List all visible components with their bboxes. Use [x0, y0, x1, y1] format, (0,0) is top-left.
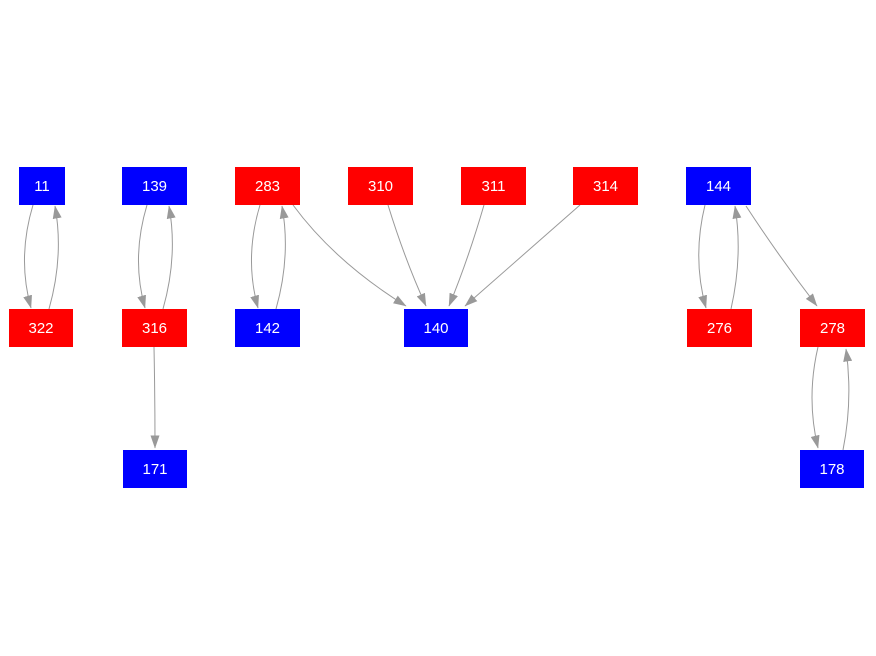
edge-314-140: [464, 204, 581, 307]
node-11: 11: [19, 167, 65, 205]
node-278: 278: [800, 309, 865, 347]
node-140: 140: [404, 309, 468, 347]
node-322: 322: [9, 309, 73, 347]
node-276: 276: [687, 309, 752, 347]
node-311: 311: [461, 167, 526, 205]
edge-310-140: [387, 204, 427, 307]
edge-144-278: [745, 205, 818, 307]
node-171: 171: [123, 450, 187, 488]
node-142: 142: [235, 309, 300, 347]
edge-144-276: [698, 204, 707, 309]
edge-142-283: [275, 205, 289, 310]
edge-278-178: [810, 346, 820, 449]
node-144: 144: [686, 167, 751, 205]
edge-283-140: [292, 204, 407, 307]
edge-311-140: [448, 204, 485, 307]
node-316: 316: [122, 309, 187, 347]
edge-178-278: [842, 348, 853, 451]
edge-11-322: [23, 204, 34, 309]
edge-group: [23, 204, 853, 451]
edge-316-139: [162, 205, 176, 310]
edge-283-142: [250, 204, 261, 309]
node-314: 314: [573, 167, 638, 205]
node-178: 178: [800, 450, 864, 488]
node-139: 139: [122, 167, 187, 205]
edge-276-144: [730, 205, 742, 310]
node-310: 310: [348, 167, 413, 205]
edge-322-11: [48, 205, 62, 310]
node-283: 283: [235, 167, 300, 205]
edge-316-171: [150, 346, 160, 449]
edge-139-316: [137, 204, 148, 309]
